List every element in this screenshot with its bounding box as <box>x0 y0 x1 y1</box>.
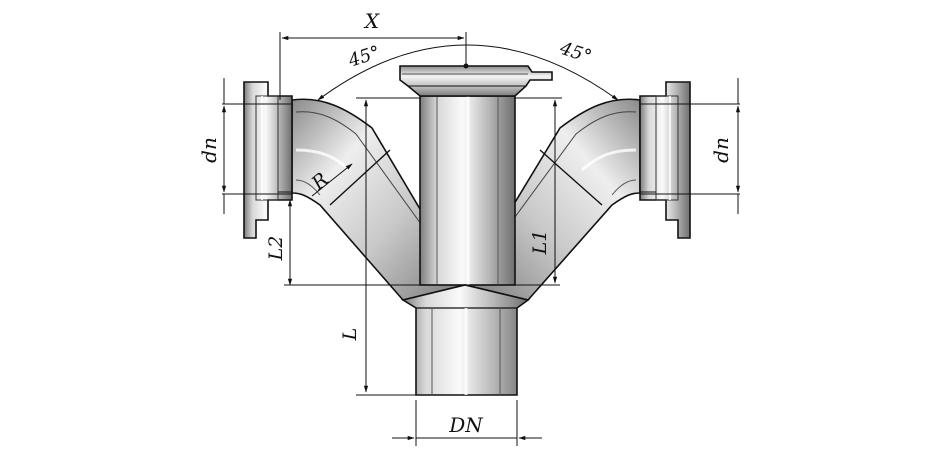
right-flange <box>639 81 691 239</box>
x-label: X <box>363 9 380 33</box>
l1-label: L1 <box>529 230 551 256</box>
dn-right-label: dn <box>709 137 733 163</box>
left-flange <box>243 81 293 239</box>
dn-left-label: dn <box>197 137 221 163</box>
l-label: L <box>339 328 361 342</box>
dn-bottom-label: DN <box>448 413 484 437</box>
l2-label: L2 <box>265 236 287 262</box>
lower-pipe <box>400 284 530 396</box>
dimension-lines <box>221 32 741 446</box>
angle-right-label: 45° <box>556 38 594 68</box>
angle-left-label: 45° <box>345 42 383 72</box>
top-flange <box>399 63 553 97</box>
main-vertical-pipe <box>419 95 516 286</box>
